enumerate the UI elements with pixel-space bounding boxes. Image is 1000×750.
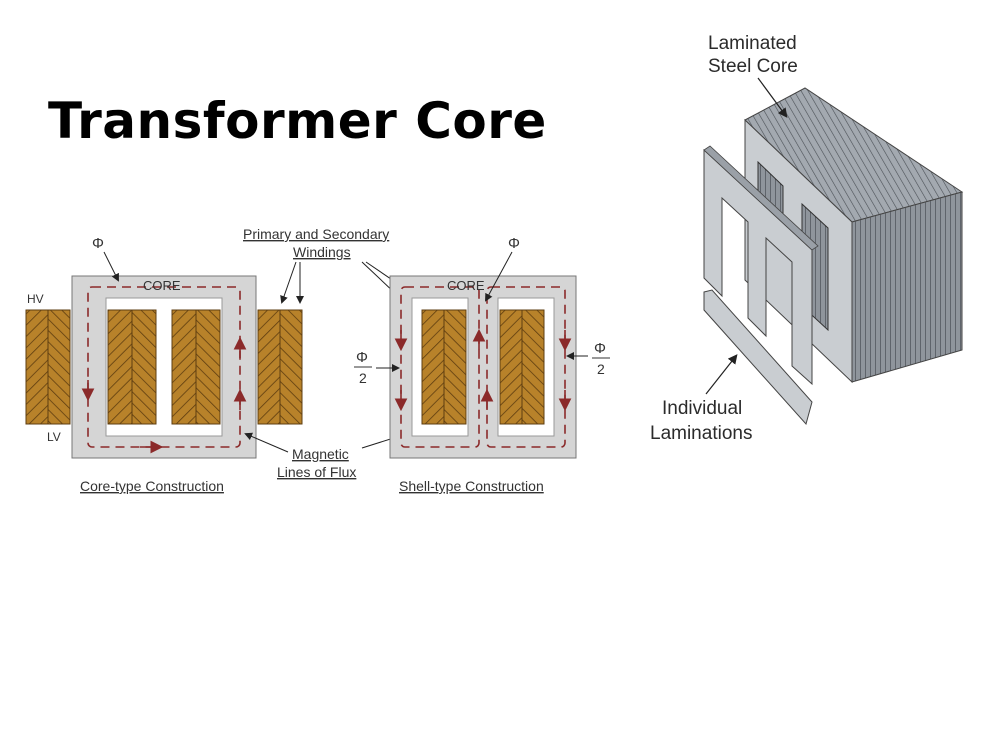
lv-label: LV (47, 430, 61, 444)
winding (443, 309, 467, 425)
lamination-e (703, 148, 813, 386)
flux-label-line1: Magnetic (292, 446, 349, 462)
flux-path-left (400, 286, 480, 448)
lv-winding (257, 309, 281, 425)
core-type-caption: Core-type Construction (80, 478, 224, 494)
winding (521, 309, 545, 425)
lamination-i (703, 289, 813, 426)
laminated-core-3d: Laminated Steel Core Individual Laminati… (650, 33, 964, 444)
flux-path (87, 286, 241, 448)
shell-type-caption: Shell-type Construction (399, 478, 544, 494)
core-label: CORE (447, 278, 485, 293)
core-type-diagram: CORE Φ HV LV Core-type Construction (25, 235, 303, 494)
laminations-label-line2: Laminations (650, 423, 752, 444)
laminations-pointer (705, 354, 738, 395)
steel-core-pointer (757, 77, 788, 118)
flux-label-line2: Lines of Flux (277, 464, 356, 480)
winding (195, 309, 221, 425)
flux-pointer (244, 432, 289, 453)
hv-winding (25, 309, 49, 425)
core-side-face (851, 191, 963, 383)
phi-half-denominator-left: 2 (359, 370, 367, 386)
windings-pointer (280, 261, 297, 304)
phi-half-numerator-left: Φ (356, 349, 368, 366)
steel-core-label-line1: Laminated (708, 33, 797, 54)
winding (171, 309, 197, 425)
hv-label: HV (27, 292, 44, 306)
phi-half-numerator-right: Φ (594, 340, 606, 357)
lv-winding (279, 309, 303, 425)
windings-label-line2: Windings (293, 244, 351, 260)
core-label: CORE (143, 278, 181, 293)
laminations-label-line1: Individual (662, 398, 742, 419)
shell-type-diagram: CORE Φ Φ 2 Φ 2 Shell-type Construction (354, 235, 610, 494)
page-title: Transformer Core (48, 92, 547, 150)
phi-pointer (485, 251, 513, 302)
steel-core-label-line2: Steel Core (708, 56, 798, 77)
phi-label: Φ (92, 235, 104, 252)
lamination-edge (703, 145, 819, 251)
winding (131, 309, 157, 425)
hv-winding (47, 309, 71, 425)
flux-path-right (486, 286, 566, 448)
windings-label-line1: Primary and Secondary (243, 226, 389, 242)
phi-pointer (103, 251, 119, 282)
winding (107, 309, 133, 425)
winding (421, 309, 445, 425)
phi-half-denominator-right: 2 (597, 361, 605, 377)
phi-label: Φ (508, 235, 520, 252)
winding (499, 309, 523, 425)
